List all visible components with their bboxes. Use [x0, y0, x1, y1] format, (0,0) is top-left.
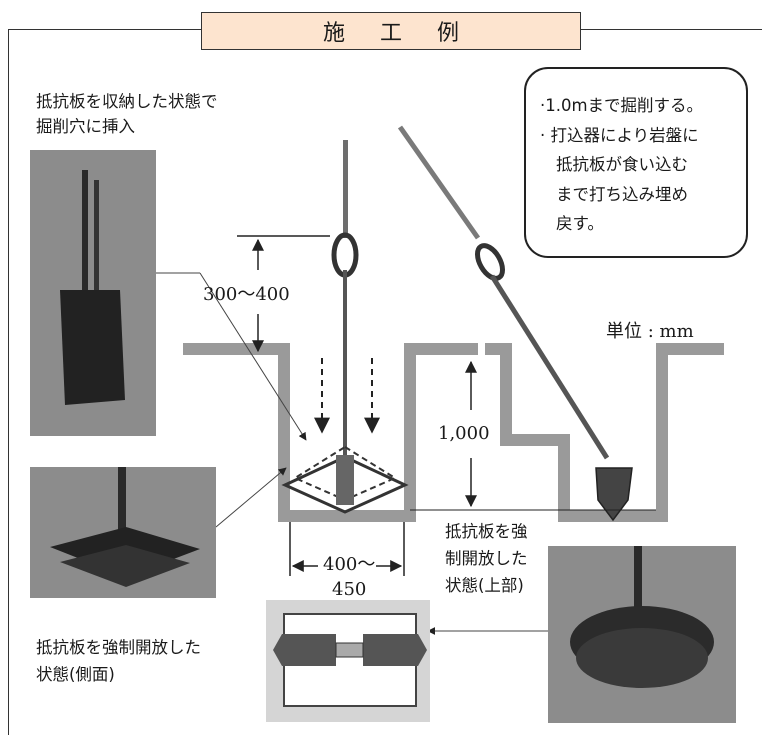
plan-view — [266, 600, 430, 722]
left-rope-loop — [331, 232, 359, 278]
driver-rod — [489, 274, 610, 460]
side-open-label-line2: 状態(側面) — [36, 665, 115, 684]
top-open-label-line3: 状態(上部) — [445, 576, 524, 595]
dim-width-line2: 450 — [332, 579, 367, 600]
photo-closed-anchor — [30, 150, 156, 436]
insert-label-line1: 抵抗板を収納した状態で — [36, 92, 218, 111]
dim-width-line1: 400〜 — [323, 554, 376, 575]
unit-label: 単位 : mm — [606, 321, 694, 342]
side-open-label-line1: 抵抗板を強制開放した — [36, 638, 201, 657]
driver-rope-loop — [475, 243, 505, 281]
note-line: まで打ち込み埋め — [556, 184, 688, 204]
photo-top-open-anchor — [548, 546, 736, 723]
instruction-note: ·1.0mまで掘削する。 · 打込器により岩盤に 抵抗板が食い込む まで打ち込み… — [524, 67, 748, 258]
note-line: · 打込器により岩盤に — [540, 125, 699, 145]
dim-depth: 1,000 — [438, 423, 490, 444]
note-line: 抵抗板が食い込む — [556, 155, 688, 174]
note-line: 戻す。 — [556, 214, 604, 233]
left-pit-ground — [183, 343, 478, 522]
note-line: ·1.0mまで掘削する。 — [540, 96, 704, 115]
left-rope — [343, 140, 348, 238]
leader-side-photo — [215, 467, 287, 528]
title: 施 工 例 — [201, 12, 581, 50]
dim-top-gap: 300〜400 — [203, 284, 290, 305]
top-open-label-line2: 制開放した — [445, 549, 528, 568]
right-pit-ground — [485, 343, 724, 522]
driver-rope — [397, 125, 481, 240]
top-open-label-line1: 抵抗板を強 — [445, 522, 528, 541]
photo-side-open-anchor — [30, 467, 216, 598]
anchor-diagram — [281, 445, 409, 514]
insert-label-line2: 掘削穴に挿入 — [36, 117, 135, 136]
